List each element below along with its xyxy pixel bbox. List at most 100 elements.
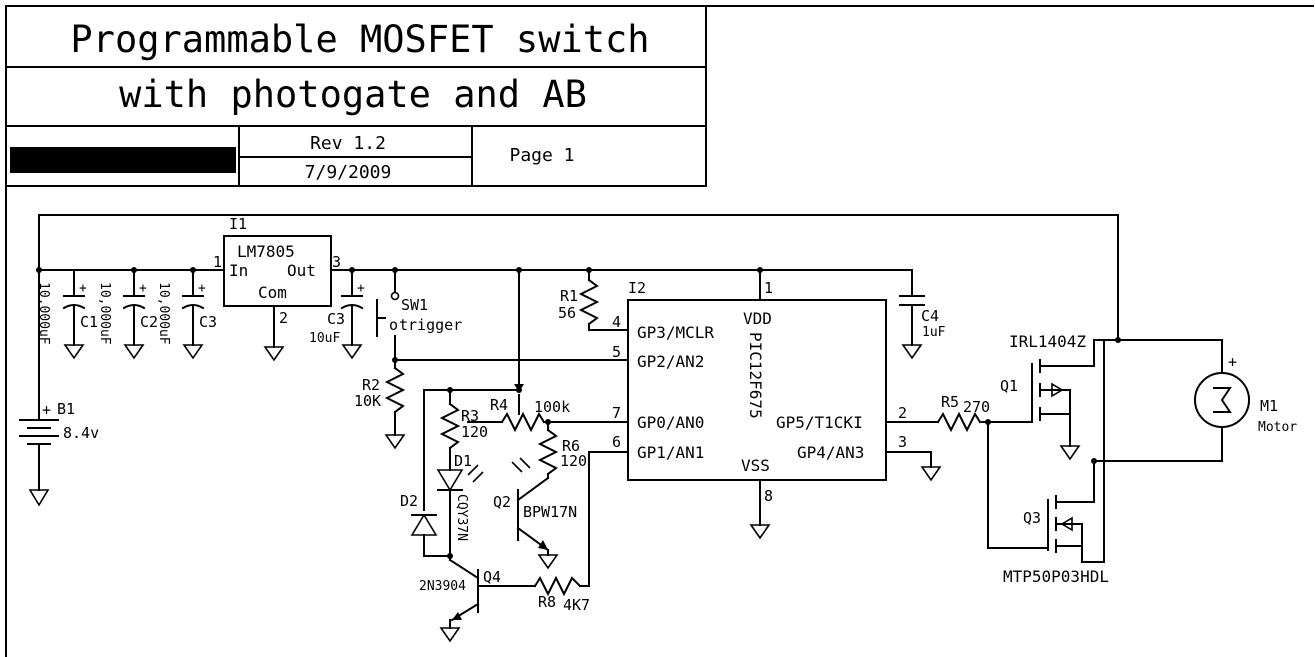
pin-gp1-name: GP1/AN1 xyxy=(637,443,704,462)
regulator-ref: I1 xyxy=(229,215,247,233)
q4-ref: Q4 xyxy=(483,568,501,586)
c1-ref: C1 xyxy=(80,313,98,331)
r2-ref: R2 xyxy=(362,376,380,394)
svg-text:Com: Com xyxy=(258,283,287,302)
r3-value: 120 xyxy=(461,423,488,441)
q4-part: 2N3904 xyxy=(419,579,466,594)
svg-text:In: In xyxy=(229,261,248,280)
resistor-r5: R5 270 xyxy=(885,393,1033,433)
c3a-value: 10,000uF xyxy=(156,282,171,345)
r3-ref: R3 xyxy=(461,407,479,425)
q3-part: MTP50P03HDL xyxy=(1003,567,1109,586)
transistor-q4: Q4 2N3904 xyxy=(419,555,536,643)
pin-gp5-name: GP5/T1CKI xyxy=(776,413,863,432)
regulator-lm7805: I1 LM7805 In Out Com 1 3 2 xyxy=(213,215,341,362)
resistor-r6: R6 120 xyxy=(537,421,587,479)
sw1-ref: SW1 xyxy=(401,296,428,314)
ground-icon xyxy=(1059,445,1081,461)
ground-icon xyxy=(901,344,923,360)
ground-icon xyxy=(439,627,461,643)
page-label: Page 1 xyxy=(509,145,574,166)
title-line-1: Programmable MOSFET switch xyxy=(70,18,649,61)
pin-gp4-num: 3 xyxy=(898,433,907,451)
d1-ref: D1 xyxy=(454,452,472,470)
title-line-2: with photogate and AB xyxy=(119,73,587,116)
gp4-wire xyxy=(885,451,932,468)
c2-ref: C2 xyxy=(140,313,158,331)
cap-c1: + C1 10,000uF xyxy=(36,269,98,360)
c3b-ref: C3 xyxy=(327,310,345,328)
cap-c4: C4 1uF xyxy=(899,295,946,360)
cap-c3b: + C3 10uF xyxy=(309,269,365,360)
pin-gp1-num: 6 xyxy=(612,433,621,451)
q1-ref: Q1 xyxy=(1000,377,1018,395)
date-label: 7/9/2009 xyxy=(305,162,392,183)
battery-ref: B1 xyxy=(57,400,75,418)
title-block: Programmable MOSFET switch with photogat… xyxy=(5,5,707,187)
mosfet-q3: Q3 MTP50P03HDL xyxy=(987,339,1119,586)
svg-text:+: + xyxy=(139,281,147,296)
battery-plus: + xyxy=(42,401,51,419)
ground-icon xyxy=(28,489,50,507)
q3-ref: Q3 xyxy=(1023,509,1041,527)
resistor-r3: R3 120 xyxy=(439,402,488,471)
ground-icon xyxy=(537,554,559,570)
motor-label: Motor xyxy=(1258,420,1297,435)
pin-vss-num: 8 xyxy=(764,487,773,505)
sw1-label: trigger xyxy=(399,316,462,334)
mcu-pic12f675: I2 VDD VSS PIC12F675 GP3/MCLR 4 GP2/AN2 … xyxy=(612,269,907,540)
switch-sw1: SW1 o trigger xyxy=(376,269,462,361)
gp1-wire xyxy=(579,451,629,587)
r2-value: 10K xyxy=(354,392,381,410)
pin-gp2-name: GP2/AN2 xyxy=(637,352,704,371)
r6-ref: R6 xyxy=(562,437,580,455)
motor-ref: M1 xyxy=(1260,397,1278,415)
regulator-part: LM7805 xyxy=(237,242,295,261)
redacted-block xyxy=(10,147,236,173)
svg-text:+: + xyxy=(357,281,365,296)
motor-m1: + M1 Motor xyxy=(1093,339,1297,462)
svg-text:+: + xyxy=(79,281,87,296)
phototransistor-q2: Q2 BPW17N xyxy=(493,457,577,570)
pin-gp0-num: 7 xyxy=(612,404,621,422)
d1-part: CQY37N xyxy=(454,494,469,541)
r5-ref: R5 xyxy=(941,393,959,411)
resistor-r8: R8 4K7 xyxy=(533,575,590,614)
diode-d2: D2 xyxy=(400,389,451,557)
cap-c3a: + C3 10,000uF xyxy=(156,269,217,360)
cap-c2: + C2 10,000uF xyxy=(97,269,158,360)
pin-gp0-name: GP0/AN0 xyxy=(637,413,704,432)
ground-icon xyxy=(263,346,285,362)
resistor-r1: R1 56 xyxy=(558,269,629,331)
ground-icon xyxy=(920,466,942,482)
r1-value: 56 xyxy=(558,304,576,322)
c3a-ref: C3 xyxy=(199,313,217,331)
resistor-r2: R2 10K xyxy=(354,359,406,450)
svg-text:1: 1 xyxy=(213,253,222,271)
r5-value: 270 xyxy=(963,398,990,416)
mcu-vdd: VDD xyxy=(743,309,772,328)
r8-value: 4K7 xyxy=(563,596,590,614)
c3b-value: 10uF xyxy=(309,331,340,346)
svg-text:o: o xyxy=(389,316,398,334)
pin-vdd-num: 1 xyxy=(764,279,773,297)
svg-text:3: 3 xyxy=(332,253,341,271)
d2-ref: D2 xyxy=(400,492,418,510)
battery-b1: + B1 8.4v xyxy=(19,400,99,507)
r8-ref: R8 xyxy=(538,593,556,611)
led-d1: D1 CQY37N xyxy=(436,452,484,557)
ground-icon xyxy=(182,344,204,360)
r6-value: 120 xyxy=(560,452,587,470)
mcu-part: PIC12F675 xyxy=(746,332,765,419)
ground-icon xyxy=(63,344,85,360)
ground-icon xyxy=(123,344,145,360)
junction-dots xyxy=(36,267,1121,559)
mcu-ref: I2 xyxy=(628,279,646,297)
r1-ref: R1 xyxy=(560,287,578,305)
resistor-r4: R4 100k xyxy=(490,269,629,433)
pin-gp5-num: 2 xyxy=(898,404,907,422)
ground-icon xyxy=(749,524,771,540)
c4-value: 1uF xyxy=(922,325,946,340)
